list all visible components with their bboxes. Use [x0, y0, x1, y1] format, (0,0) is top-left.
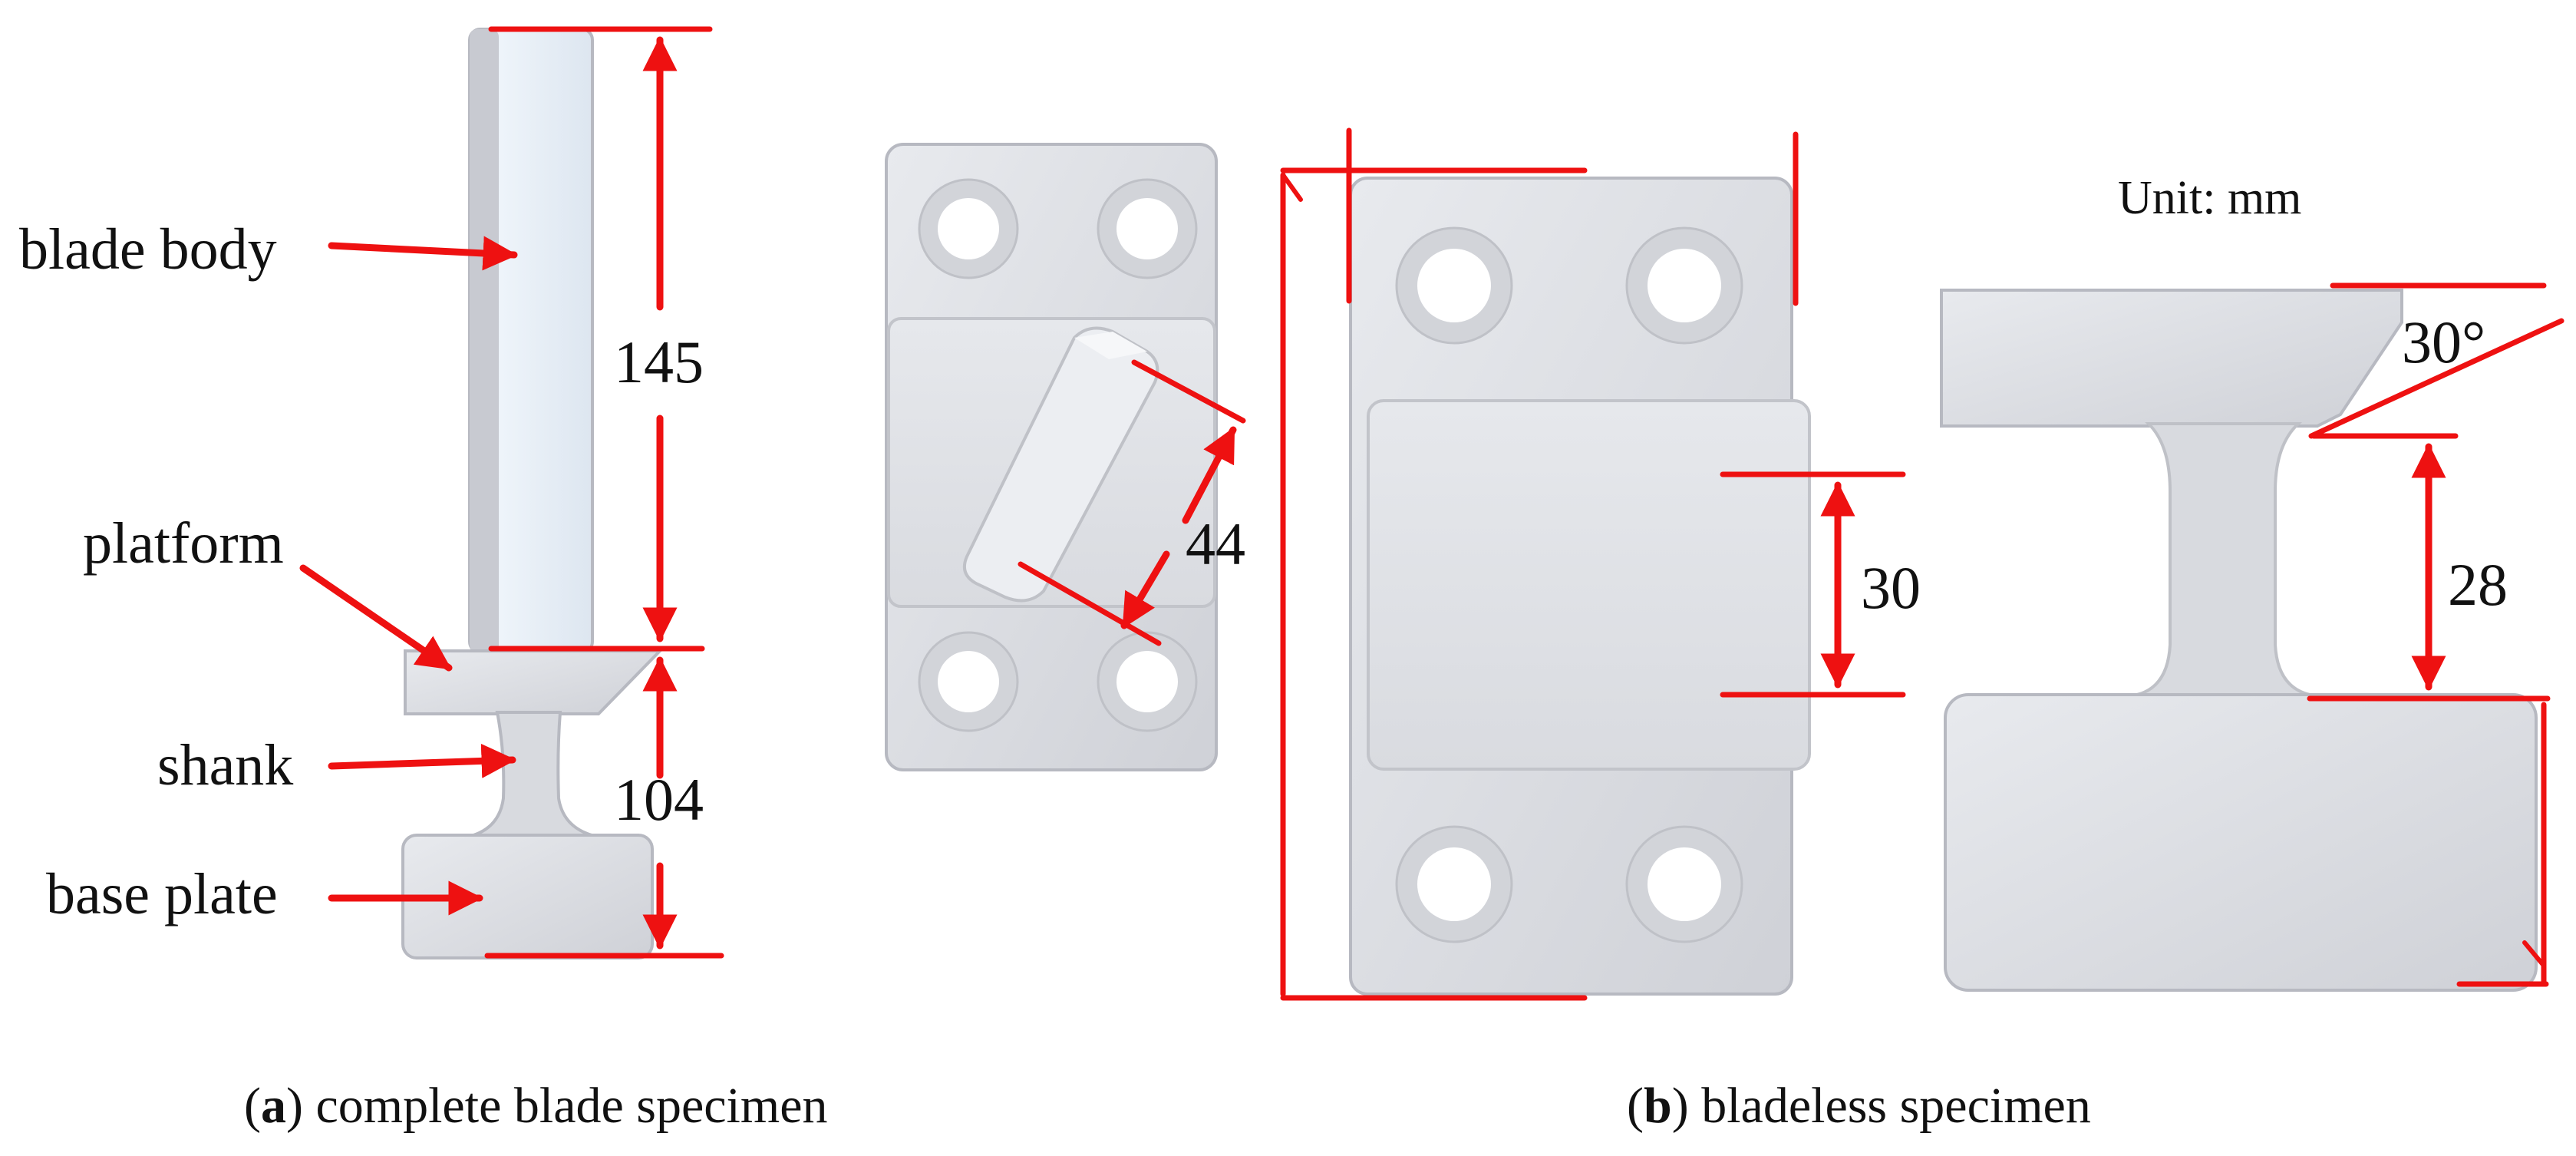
unit-label: Unit: mm: [2118, 172, 2301, 224]
dimension-30: [1720, 471, 1906, 698]
bladeless-view-front: [1349, 177, 1811, 996]
bladeless-view-tilted: [885, 143, 1218, 771]
caption-a-letter: a: [261, 1078, 286, 1134]
dim-label-145: 145: [614, 329, 704, 395]
dim-label-30deg: 30°: [2402, 309, 2485, 375]
bladeless-view-side: [1939, 289, 2538, 992]
dim-label-44: 44: [1186, 510, 1245, 577]
arrow-blade-body: [328, 236, 518, 271]
dimension-28: [2307, 433, 2551, 702]
caption-b-text: bladeless specimen: [1701, 1078, 2091, 1134]
arrow-shank: [328, 743, 516, 778]
shank-shape: [460, 711, 607, 840]
dim-label-28: 28: [2448, 551, 2508, 618]
arrow-platform: [299, 564, 453, 672]
dimension-44: [1018, 359, 1246, 646]
dimension-frame-front: [1280, 127, 1799, 1001]
dimension-104: [484, 656, 724, 959]
caption-a-text: complete blade specimen: [315, 1078, 827, 1134]
caption-b-letter: b: [1644, 1078, 1672, 1134]
caption-b: (b) bladeless specimen: [1627, 1078, 2091, 1134]
label-blade-body: blade body: [19, 217, 277, 282]
dim-label-30: 30: [1861, 554, 1921, 621]
dim-label-104: 104: [614, 766, 704, 833]
dimension-145: [488, 26, 713, 652]
dimension-base-height: [2456, 702, 2549, 987]
dimension-angle: [2308, 282, 2564, 439]
label-base-plate: base plate: [46, 862, 278, 926]
caption-a: (a) complete blade specimen: [244, 1078, 828, 1134]
label-shank: shank: [157, 733, 293, 798]
blade-specimen-part: [401, 28, 664, 959]
label-platform: platform: [83, 511, 284, 576]
